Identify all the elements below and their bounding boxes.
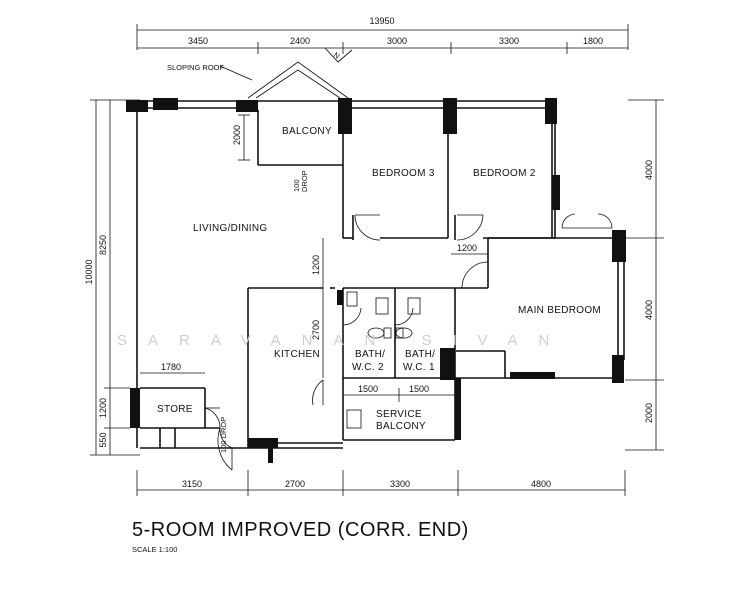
bath-depth-dim: 2700 [311, 320, 321, 340]
bath1-label-line2: W.C. 1 [403, 362, 435, 373]
bath1-label-line1: BATH/ [405, 349, 435, 360]
balcony-drop-label-2: DROP [300, 170, 309, 192]
bedroom2-label: BEDROOM 2 [473, 168, 536, 179]
dimension-labels: 13950 3450 2400 3000 3300 1800 3150 2700… [84, 16, 654, 489]
dimension-lines [90, 24, 664, 496]
bedroom-gap-dim: 1200 [457, 243, 477, 253]
bottom-dim-1: 3150 [182, 479, 202, 489]
walls [136, 100, 625, 449]
north-arrow-label: N [332, 50, 342, 60]
balcony-drop-label-1: 100 [292, 179, 301, 192]
drawing-title: 5-ROOM IMPROVED (CORR. END) [132, 519, 469, 541]
left-overall-dim: 10000 [84, 259, 94, 284]
balcony-depth-dim: 2000 [232, 125, 242, 145]
left-low-dim: 550 [98, 432, 108, 447]
bath2-label-line1: BATH/ [355, 349, 385, 360]
drawing-scale: SCALE 1:100 [132, 545, 177, 554]
left-main-dim: 8250 [98, 235, 108, 255]
living-dining-label: LIVING/DINING [193, 223, 267, 234]
top-dim-1: 3450 [188, 36, 208, 46]
overall-width-label: 13950 [369, 16, 394, 26]
hall-width-dim: 1200 [311, 255, 321, 275]
columns [126, 98, 626, 463]
service-balcony-label-line2: BALCONY [376, 421, 426, 432]
sloping-roof-label: SLOPING ROOF [167, 63, 225, 72]
room-labels: SLOPING ROOF BALCONY BEDROOM 3 BEDROOM 2… [157, 50, 601, 453]
top-dim-2: 2400 [290, 36, 310, 46]
top-dim-5: 1800 [583, 36, 603, 46]
right-dim-3: 2000 [644, 403, 654, 423]
entrance-drop-label: 100 DROP [219, 417, 228, 453]
main-bedroom-label: MAIN BEDROOM [518, 305, 601, 316]
sloping-roof [219, 47, 353, 99]
balcony-label: BALCONY [282, 126, 332, 137]
top-dim-3: 3000 [387, 36, 407, 46]
store-width-dim: 1780 [161, 362, 181, 372]
watermark-text: SARAVANAN SIVAN [117, 332, 570, 349]
bottom-dim-3: 3300 [390, 479, 410, 489]
kitchen-label: KITCHEN [274, 349, 320, 360]
bath2-width-dim: 1500 [358, 384, 378, 394]
bedroom3-label: BEDROOM 3 [372, 168, 435, 179]
bottom-dim-2: 2700 [285, 479, 305, 489]
left-store-dim: 1200 [98, 398, 108, 418]
bath1-width-dim: 1500 [409, 384, 429, 394]
right-dim-2: 4000 [644, 300, 654, 320]
bottom-dim-4: 4800 [531, 479, 551, 489]
store-label: STORE [157, 404, 193, 415]
right-dim-1: 4000 [644, 160, 654, 180]
bath2-label-line2: W.C. 2 [352, 362, 384, 373]
fixtures [346, 291, 421, 429]
top-dim-4: 3300 [499, 36, 519, 46]
service-balcony-label-line1: SERVICE [376, 409, 422, 420]
doors [204, 164, 613, 471]
